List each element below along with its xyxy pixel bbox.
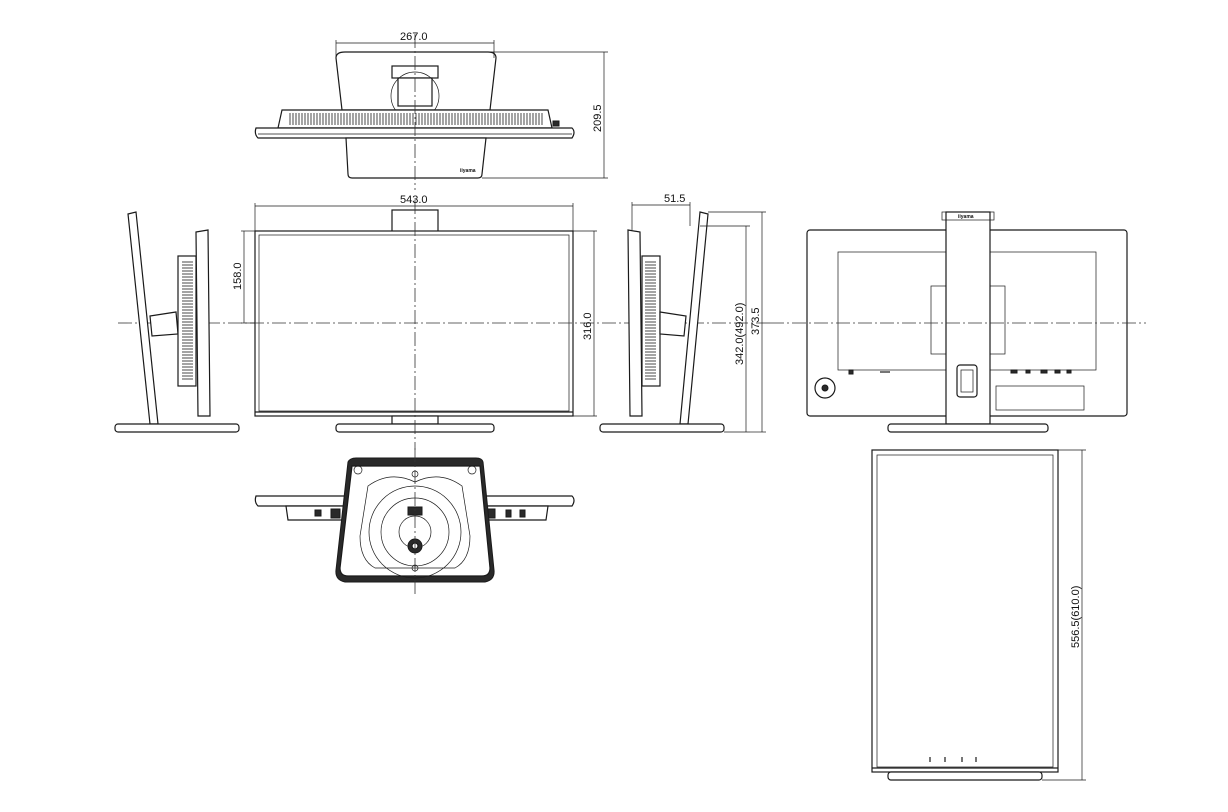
dim-267: 267.0 — [335, 31, 495, 58]
brand-logo-top: iiyama — [460, 168, 476, 174]
pivot-button-marks — [929, 757, 977, 762]
dim-158: 158.0 — [232, 230, 255, 324]
dim-316: 316.0 — [573, 230, 597, 417]
dim-51-5: 51.5 — [631, 193, 691, 230]
dim-label-51-5: 51.5 — [664, 193, 685, 205]
right-side-view: 51.5 342.0(492.0) 373.5 — [599, 193, 766, 433]
brand-logo-rear: iiyama — [958, 214, 974, 220]
dim-556-5: 556.5(610.0) — [1042, 449, 1086, 781]
dim-543: 543.0 — [254, 194, 574, 231]
dim-label-543: 543.0 — [400, 194, 428, 206]
dim-label-342: 342.0(492.0) — [734, 303, 746, 365]
dim-label-267: 267.0 — [400, 31, 428, 43]
left-vents — [182, 261, 193, 380]
left-side-view — [114, 211, 240, 433]
dim-label-556-5: 556.5(610.0) — [1070, 586, 1082, 648]
top-vents — [289, 113, 543, 125]
front-view: 543.0 158.0 316.0 — [118, 194, 770, 450]
dim-209: 209.5 — [482, 51, 608, 179]
right-vents — [645, 261, 656, 380]
top-view: iiyama 267.0 209.5 — [254, 31, 608, 190]
dim-373-5: 373.5 — [708, 211, 766, 433]
dim-342: 342.0(492.0) — [700, 225, 750, 433]
dim-label-373-5: 373.5 — [750, 307, 762, 335]
pivot-view: 556.5(610.0) — [871, 449, 1086, 781]
bottom-view — [254, 448, 575, 594]
dim-label-316: 316.0 — [582, 312, 594, 340]
rear-view: iiyama — [770, 211, 1146, 433]
dim-label-209: 209.5 — [592, 104, 604, 132]
rear-port-marks — [848, 369, 1072, 375]
dim-label-158: 158.0 — [232, 262, 244, 290]
